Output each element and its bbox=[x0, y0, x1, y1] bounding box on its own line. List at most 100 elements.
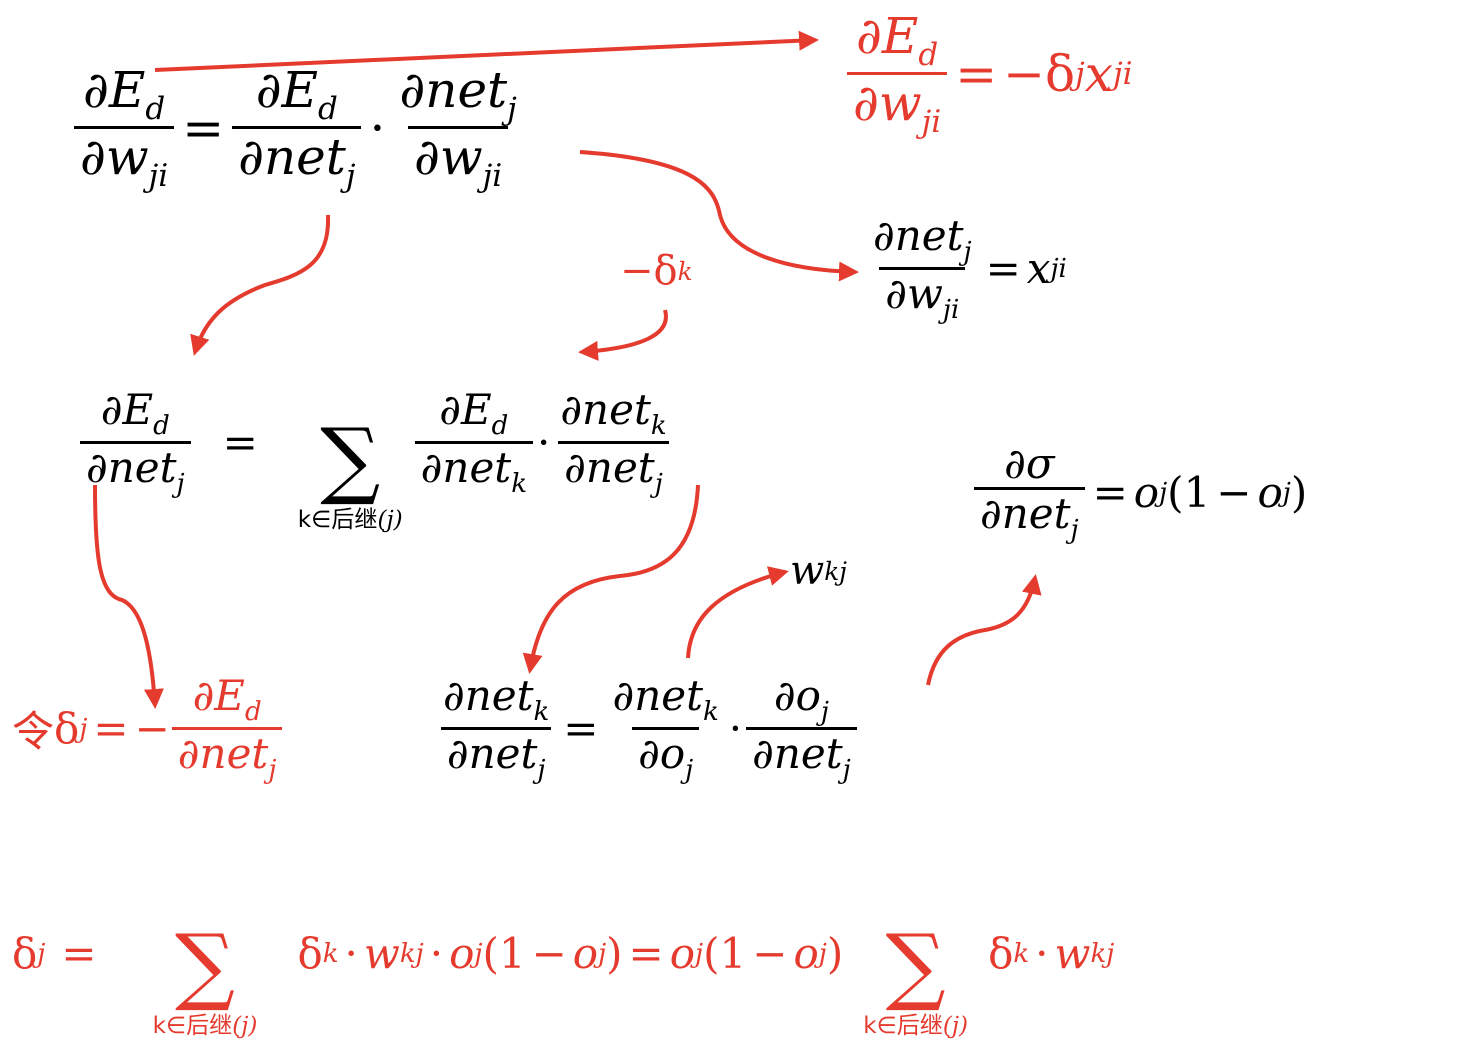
math-symbol: d bbox=[918, 36, 939, 73]
math-symbol: ∂ bbox=[80, 128, 106, 187]
math-group: ∂oj bbox=[768, 672, 835, 727]
math-symbol: j bbox=[37, 938, 46, 969]
math-symbol: w bbox=[439, 128, 483, 187]
fraction-dEd-dnetj: ∂Ed ∂netj bbox=[232, 62, 362, 194]
math-symbol: k∈后继 bbox=[297, 506, 378, 533]
math-symbol: ) bbox=[606, 929, 623, 979]
math-symbol: ( bbox=[1167, 468, 1184, 518]
math-group: ∂netj bbox=[558, 441, 669, 499]
math-symbol: E bbox=[122, 385, 154, 435]
math-symbol: k bbox=[703, 696, 719, 727]
fraction-dnetj-dwji-small: ∂netj ∂wji bbox=[867, 212, 978, 325]
math-symbol: ∂ bbox=[873, 211, 895, 260]
math-group: ∂netk bbox=[554, 386, 672, 441]
math-symbol: k bbox=[677, 256, 693, 286]
math-symbol: w bbox=[1054, 929, 1091, 979]
math-symbol: d bbox=[153, 411, 170, 442]
arrow-to-xji bbox=[579, 150, 859, 282]
fraction-dEd-dwji: ∂Ed ∂wji bbox=[74, 62, 175, 195]
arrow-top bbox=[154, 30, 819, 72]
math-symbol: ∂ bbox=[82, 61, 109, 119]
math-symbol: d bbox=[145, 90, 166, 127]
math-symbol: 1 bbox=[1183, 468, 1211, 518]
math-symbol: ji bbox=[942, 294, 960, 325]
math-symbol: ∑ bbox=[885, 916, 946, 1014]
math-symbol: ∂ bbox=[443, 671, 465, 720]
minus-sign: − bbox=[1003, 44, 1046, 103]
math-symbol: net bbox=[464, 671, 534, 720]
subscript: j bbox=[1075, 55, 1085, 92]
math-group: ∂Ed bbox=[250, 62, 344, 126]
math-symbol: o bbox=[572, 929, 599, 979]
math-symbol: j bbox=[963, 236, 972, 267]
arrow-to-dEd-dnetj bbox=[190, 214, 331, 356]
math-symbol: j bbox=[176, 469, 185, 500]
fraction-dnetk-dnetj-2: ∂netk ∂netj bbox=[437, 672, 555, 785]
math-symbol: j bbox=[1070, 514, 1079, 545]
math-symbol: kj bbox=[399, 938, 424, 969]
math-symbol: ji bbox=[482, 158, 503, 195]
math-symbol: j bbox=[1282, 477, 1291, 508]
math-symbol: (j) bbox=[942, 1012, 969, 1039]
math-symbol: j bbox=[818, 938, 827, 969]
math-symbol: w bbox=[790, 548, 825, 594]
math-symbol: d bbox=[318, 90, 338, 127]
math-symbol: k bbox=[533, 696, 550, 727]
math-symbol: ∂ bbox=[100, 385, 123, 435]
math-symbol: w bbox=[906, 269, 943, 319]
math-symbol: δ bbox=[653, 248, 678, 294]
math-symbol: k bbox=[650, 411, 667, 442]
math-symbol: kj bbox=[824, 556, 847, 586]
arrow-to-wkj bbox=[686, 566, 789, 659]
math-group: ∂wji bbox=[407, 126, 509, 195]
delta-symbol: δ bbox=[1045, 44, 1076, 103]
math-symbol: ∂ bbox=[439, 385, 461, 435]
math-symbol: net bbox=[585, 443, 655, 493]
math-symbol: j bbox=[507, 90, 517, 127]
equation-dnetk-dnetj-chain: ∂netk ∂netj = ∂netk ∂oj · ∂oj ∂netj bbox=[435, 672, 859, 785]
fraction-dnetj-dwji: ∂netj ∂wji bbox=[393, 62, 522, 194]
math-group: ∂Ed bbox=[187, 672, 268, 727]
math-symbol: net bbox=[634, 671, 704, 720]
math-symbol: o bbox=[449, 929, 475, 979]
math-symbol: − bbox=[531, 929, 567, 979]
math-symbol: ∂ bbox=[980, 489, 1002, 539]
math-symbol: o bbox=[669, 929, 696, 979]
math-symbol: net bbox=[199, 729, 269, 779]
summation-successors: ∑ k∈后继(j) bbox=[297, 417, 403, 534]
math-group: ∂netk bbox=[607, 672, 725, 727]
math-symbol: o bbox=[659, 729, 686, 779]
math-group: ∂Ed bbox=[433, 386, 514, 441]
math-symbol: w bbox=[363, 929, 400, 979]
math-symbol: E bbox=[881, 7, 919, 65]
math-symbol: δ bbox=[54, 704, 80, 754]
math-symbol: ∑ bbox=[175, 916, 235, 1014]
math-symbol: E bbox=[281, 61, 319, 119]
math-symbol: = bbox=[61, 929, 97, 979]
math-symbol: ∂ bbox=[773, 671, 796, 720]
math-symbol: k bbox=[322, 938, 339, 969]
math-group: k∈后继(j) bbox=[153, 1006, 258, 1040]
math-symbol: w bbox=[105, 128, 149, 187]
math-symbol: · bbox=[1035, 929, 1049, 979]
math-symbol: ∂ bbox=[177, 729, 200, 779]
math-symbol: ji bbox=[148, 158, 169, 195]
math-symbol: − bbox=[752, 929, 788, 979]
equation-dEd-dnetj-sum: ∂Ed ∂netj = ∑ k∈后继(j) ∂Ed ∂netk · ∂netk … bbox=[78, 352, 675, 534]
fraction-dnetk-dnetj: ∂netk ∂netj bbox=[554, 386, 672, 499]
math-group: ∂Ed bbox=[77, 62, 171, 126]
equals-sign: = bbox=[955, 44, 998, 103]
math-symbol: ∂ bbox=[855, 7, 882, 65]
summation-successors-1: ∑ k∈后继(j) bbox=[153, 916, 258, 1040]
math-symbol: j bbox=[598, 938, 607, 969]
equation-chain-rule-top: ∂Ed ∂wji = ∂Ed ∂netj · ∂netj ∂wji bbox=[72, 62, 525, 194]
fraction-doj-dnetj: ∂oj ∂netj bbox=[746, 672, 857, 785]
math-group: ∂netj bbox=[974, 487, 1085, 545]
math-symbol: j bbox=[695, 938, 704, 969]
math-symbol: j bbox=[268, 754, 277, 785]
math-symbol: j bbox=[79, 713, 88, 744]
